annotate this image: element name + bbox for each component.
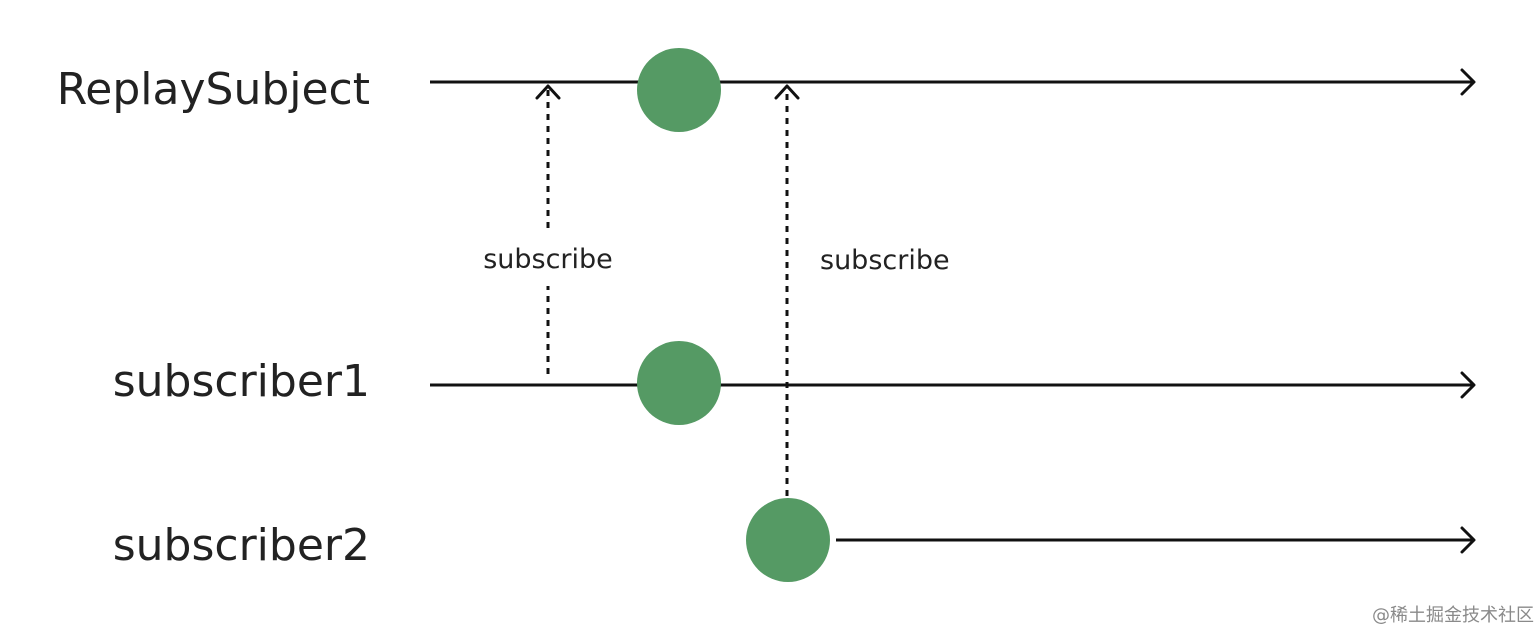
arrowhead-subscriber2 xyxy=(1460,526,1476,554)
subscribe-arrowhead-1 xyxy=(535,84,561,100)
arrowhead-replaysubject xyxy=(1460,68,1476,96)
watermark: @稀土掘金技术社区 xyxy=(1372,605,1534,626)
arrowhead-subscriber1 xyxy=(1460,371,1476,399)
stream-label-subscriber1: subscriber1 xyxy=(113,356,370,407)
subscribe-label-2: subscribe xyxy=(820,245,950,276)
stream-label-replaysubject: ReplaySubject xyxy=(57,64,370,115)
emission-marble-subscriber2 xyxy=(746,498,830,582)
emission-marble-subscriber1 xyxy=(637,341,721,425)
subscribe-arrowhead-2 xyxy=(774,84,800,100)
stream-label-subscriber2: subscriber2 xyxy=(113,520,370,571)
emission-marble-replaysubject xyxy=(637,48,721,132)
subscribe-label-1: subscribe xyxy=(483,244,613,275)
